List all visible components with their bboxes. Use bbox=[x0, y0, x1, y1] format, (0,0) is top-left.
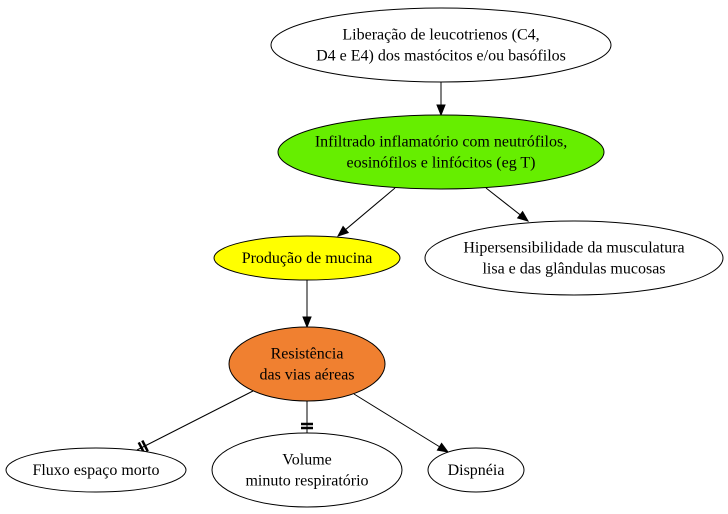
arrowhead bbox=[516, 210, 530, 222]
arrowhead bbox=[436, 442, 450, 453]
node-leucotrienos: Liberação de leucotrienos (C4, D4 e E4) d… bbox=[270, 7, 612, 83]
edge-resistencia-volume bbox=[301, 401, 313, 433]
node-mucina: Produção de mucina bbox=[213, 235, 401, 281]
node-label: Hipersensibilidade da musculatura bbox=[463, 240, 684, 257]
node-label: Resistência bbox=[271, 346, 344, 363]
node-label: Fluxo espaço morto bbox=[32, 462, 159, 479]
tee-mark bbox=[141, 440, 149, 452]
arrowhead bbox=[436, 104, 446, 117]
node-shape bbox=[270, 7, 612, 83]
edge-resistencia-fluxo bbox=[136, 390, 254, 454]
node-label: Volume bbox=[282, 452, 331, 469]
node-shape bbox=[427, 447, 525, 493]
edge-line bbox=[345, 187, 396, 230]
edge-line bbox=[485, 187, 521, 216]
node-shape bbox=[228, 326, 386, 402]
edge-infiltrado-mucina bbox=[336, 187, 396, 237]
node-label: lisa e das glândulas mucosas bbox=[482, 261, 665, 278]
node-label: D4 e E4) dos mastócitos e/ou basófilos bbox=[316, 48, 566, 65]
node-shape bbox=[277, 114, 605, 190]
edge-line bbox=[353, 393, 440, 448]
node-label: Produção de mucina bbox=[242, 250, 373, 267]
nodes-layer: Liberação de leucotrienos (C4, D4 e E4) d… bbox=[5, 7, 724, 508]
node-hipersensibilidade: Hipersensibilidade da musculatura lisa e … bbox=[424, 220, 724, 296]
node-infiltrado: Infiltrado inflamatório com neutrófilos,… bbox=[277, 114, 605, 190]
node-label: das vias aéreas bbox=[259, 367, 354, 384]
node-dispneia: Dispnéia bbox=[427, 447, 525, 493]
node-volume: Volume minuto respiratório bbox=[211, 432, 403, 508]
edge-resistencia-dispneia bbox=[353, 393, 450, 453]
edge-leucotrienos-infiltrado bbox=[436, 82, 446, 117]
arrowhead bbox=[336, 225, 350, 237]
node-shape bbox=[211, 432, 403, 508]
node-resistencia: Resistência das vias aéreas bbox=[228, 326, 386, 402]
node-shape bbox=[424, 220, 724, 296]
node-fluxo: Fluxo espaço morto bbox=[5, 447, 187, 493]
node-shape bbox=[5, 447, 187, 493]
edge-infiltrado-hipersensibilidade bbox=[485, 187, 530, 222]
node-shape bbox=[213, 235, 401, 281]
edge-mucina-resistencia bbox=[302, 280, 312, 329]
node-label: Liberação de leucotrienos (C4, bbox=[342, 27, 539, 44]
node-label: Infiltrado inflamatório com neutrófilos, bbox=[315, 134, 567, 151]
node-label: eosinófilos e linfócitos (eg T) bbox=[347, 155, 536, 172]
node-label: Dispnéia bbox=[448, 462, 505, 479]
node-label: minuto respiratório bbox=[245, 473, 368, 490]
edge-line bbox=[136, 390, 254, 451]
arrowhead bbox=[302, 316, 312, 329]
